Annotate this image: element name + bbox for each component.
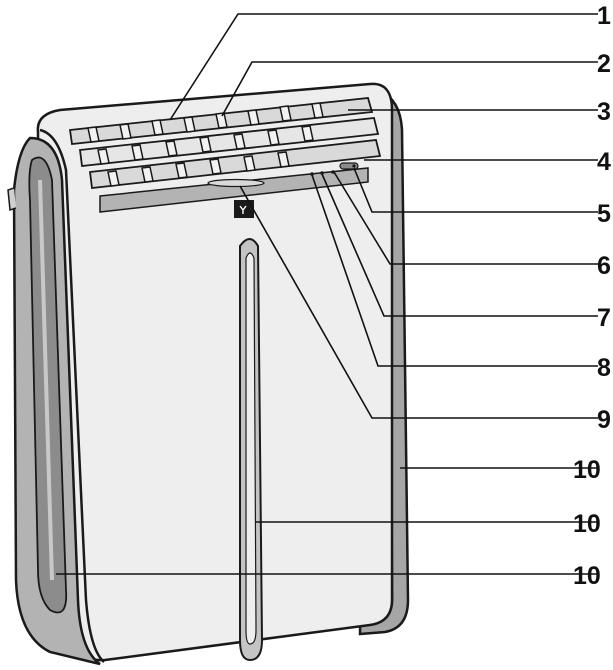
leader-6 [333, 171, 598, 265]
leader-2 [221, 61, 598, 117]
control-panel-strip [99, 167, 369, 213]
left-side-filter-inner [38, 179, 54, 581]
callout-4: 4 [597, 148, 611, 176]
callout-7: 7 [597, 304, 611, 332]
callout-10b: 10 [573, 510, 601, 538]
callout-5: 5 [597, 200, 611, 228]
leader-lines [56, 13, 598, 575]
callout-8: 8 [597, 354, 611, 382]
cord-hook [7, 187, 17, 212]
leader-7 [321, 173, 598, 317]
left-side-front-edge [39, 128, 105, 663]
brand-logo-mark [239, 205, 247, 214]
callout-10a: 10 [573, 456, 601, 484]
callout-6: 6 [597, 252, 611, 280]
callout-2: 2 [597, 50, 611, 78]
indicator-lamp-2 [320, 171, 324, 175]
leader-5 [353, 167, 598, 213]
leader-9 [239, 185, 598, 419]
front-handle-inner [245, 252, 257, 645]
callout-labels: 1 2 3 4 5 6 7 8 9 10 10 10 [573, 2, 611, 590]
display-window [207, 178, 265, 188]
leader-1 [169, 13, 598, 121]
indicator-lamp-1 [310, 172, 314, 176]
callout-9: 9 [597, 406, 611, 434]
callout-1: 1 [597, 2, 611, 30]
leader-8 [311, 174, 598, 367]
callout-10c: 10 [573, 562, 601, 590]
callout-3: 3 [597, 98, 611, 126]
air-outlet-grille [68, 97, 382, 189]
power-button-dot [352, 164, 356, 168]
unit-illustration [7, 82, 410, 666]
